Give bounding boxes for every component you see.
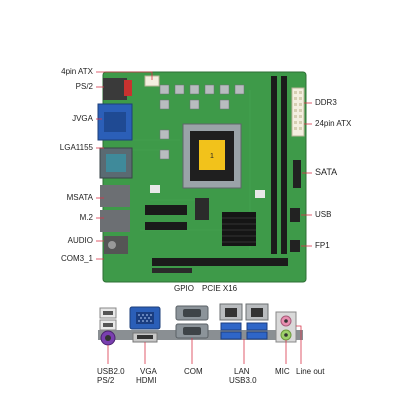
label-com-io: COM bbox=[184, 367, 203, 376]
chipset-heatsink bbox=[222, 212, 256, 246]
ps2-connector bbox=[103, 78, 127, 100]
label-lan: LAN bbox=[234, 367, 250, 376]
label-fp1: FP1 bbox=[315, 241, 330, 250]
usb3-port-2a bbox=[246, 322, 268, 331]
label-hdmi: HDMI bbox=[136, 376, 157, 385]
label-ps2: PS/2 bbox=[75, 82, 93, 91]
ps2-connector-red bbox=[124, 80, 132, 96]
label-line-out: Line out bbox=[296, 367, 325, 376]
label-com3-1: COM3_1 bbox=[60, 254, 93, 263]
ddr3-slot-1 bbox=[271, 76, 277, 254]
label-audio: AUDIO bbox=[67, 236, 93, 245]
label-lga1155: LGA1155 bbox=[59, 143, 93, 152]
label-vga: VGA bbox=[140, 367, 157, 376]
sata-connector bbox=[293, 160, 301, 188]
fp1-header bbox=[290, 240, 300, 252]
label-pcie-x16: PCIE X16 bbox=[202, 284, 238, 293]
label-jvga: JVGA bbox=[72, 114, 93, 123]
label-24pin-atx: 24pin ATX bbox=[315, 119, 352, 128]
label-ddr3: DDR3 bbox=[315, 98, 337, 107]
msata-slot bbox=[145, 205, 187, 215]
label-mic: MIC bbox=[275, 367, 290, 376]
label-4pin-atx: 4pin ATX bbox=[61, 67, 93, 76]
label-gpio: GPIO bbox=[174, 284, 195, 293]
pcie-x16-slot bbox=[152, 258, 288, 266]
cpu-socket-cover bbox=[199, 140, 225, 170]
label-usb2: USB2.0 bbox=[97, 367, 125, 376]
usb-stack-2 bbox=[100, 210, 130, 232]
usb-header bbox=[290, 208, 300, 222]
leader-4pin-atx bbox=[96, 71, 153, 80]
atx24-connector bbox=[291, 87, 305, 137]
label-usb: USB bbox=[315, 210, 332, 219]
usb3-port-1b bbox=[220, 331, 242, 340]
usb3-port-2b bbox=[246, 331, 268, 340]
label-sata: SATA bbox=[315, 167, 338, 177]
label-msata: MSATA bbox=[66, 193, 93, 202]
usb3-port-1a bbox=[220, 322, 242, 331]
usb-stack-1 bbox=[100, 185, 130, 207]
label-usb3: USB3.0 bbox=[229, 376, 257, 385]
cpu-cover-marking: 1 bbox=[210, 153, 214, 160]
ddr3-slot-2 bbox=[281, 76, 287, 254]
label-m2: M.2 bbox=[79, 213, 93, 222]
m2-slot bbox=[145, 222, 187, 230]
com-connector bbox=[99, 147, 133, 179]
label-ps2-io: PS/2 bbox=[97, 376, 115, 385]
